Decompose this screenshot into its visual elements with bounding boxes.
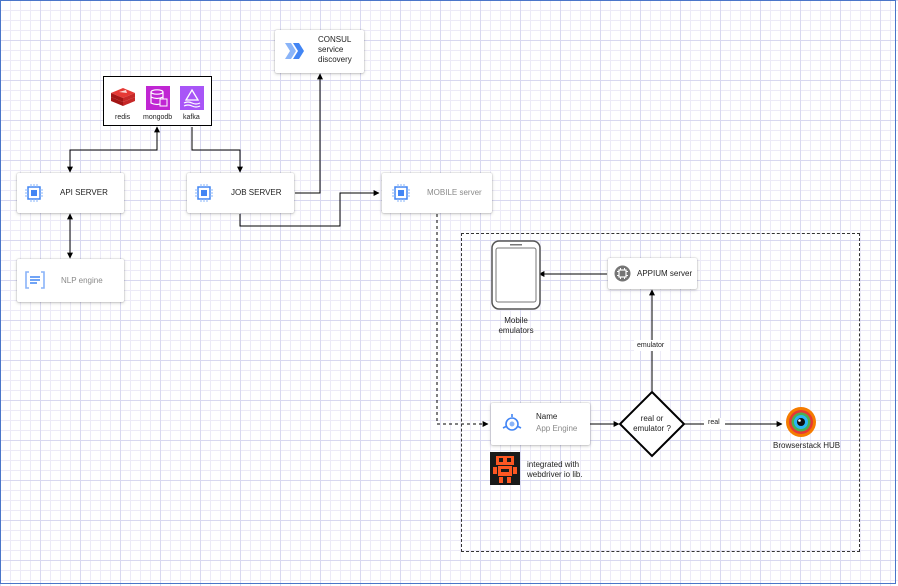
kafka-label: kafka <box>183 114 200 121</box>
webdriver-line2: webdriver io lib. <box>527 470 583 479</box>
edge-job-mobile <box>239 190 380 227</box>
decision-diamond <box>618 390 686 458</box>
webdriver-label: integrated with webdriver io lib. <box>527 460 583 480</box>
chip-icon <box>195 184 213 202</box>
mongodb-icon <box>146 86 170 110</box>
decision-line2: emulator ? <box>633 424 671 433</box>
mobile-testing-group <box>461 233 860 552</box>
app-engine-icon <box>502 414 522 431</box>
api-server-label: API SERVER <box>60 188 108 197</box>
job-server-label: JOB SERVER <box>231 188 282 197</box>
chip-icon <box>25 184 43 202</box>
redis-label: redis <box>115 114 131 121</box>
document-brackets-icon <box>25 271 45 289</box>
edge-mobile-appengine <box>436 214 489 427</box>
consul-subtitle-1: service <box>318 45 344 54</box>
appium-server-label: APPIUM server <box>637 269 693 278</box>
mobile-emulators-line1: Mobile <box>504 316 528 325</box>
redis-icon <box>111 88 135 106</box>
consul-title: CONSUL <box>318 35 352 44</box>
webdriver-line1: integrated with <box>527 460 580 469</box>
mobile-server-node[interactable]: MOBILE server <box>382 173 492 213</box>
edge-job-consul <box>295 73 323 194</box>
app-engine-node[interactable]: Name App Engine <box>491 403 590 445</box>
edge-store-job <box>191 127 243 173</box>
browserstack-label: Browserstack HUB <box>773 441 841 450</box>
browserstack-icon <box>786 407 816 437</box>
chip-icon <box>392 184 410 202</box>
mobile-emulators-line2: emulators <box>498 326 534 335</box>
mobile-phone-icon <box>491 240 541 310</box>
edge-label-emulator: emulator <box>637 342 665 349</box>
app-engine-name: Name <box>536 412 558 421</box>
kafka-icon <box>180 86 204 110</box>
decision-line1: real or <box>640 414 664 423</box>
app-engine-subtitle: App Engine <box>536 424 578 433</box>
consul-arrow-icon <box>285 43 304 59</box>
appium-server-node[interactable]: APPIUM server <box>608 258 697 289</box>
mongodb-label: mongodb <box>143 114 173 121</box>
nlp-engine-label: NLP engine <box>61 276 103 285</box>
consul-node[interactable]: CONSUL service discovery <box>275 30 364 73</box>
webdriver-robot-icon <box>490 452 520 485</box>
api-server-node[interactable]: API SERVER <box>17 173 124 213</box>
nlp-engine-node[interactable]: NLP engine <box>17 259 124 302</box>
edge-store-api <box>67 126 160 173</box>
mobile-server-label: MOBILE server <box>427 188 482 197</box>
mobile-emulators-label: Mobile emulators <box>488 316 544 336</box>
consul-subtitle-2: discovery <box>318 55 352 64</box>
decision-label: real or emulator ? <box>622 414 682 434</box>
job-server-node[interactable]: JOB SERVER <box>187 173 294 213</box>
edge-label-real: real <box>708 419 720 426</box>
processor-icon <box>614 265 631 282</box>
